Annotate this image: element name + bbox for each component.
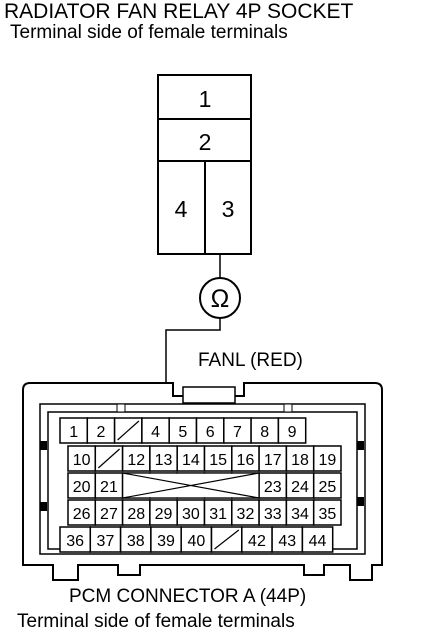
connector-lock-tab [182,386,236,404]
terminal-number: 15 [209,452,227,469]
unused-terminal-mark [214,529,240,550]
terminal-cell [180,526,213,553]
terminal-cell [312,445,342,472]
terminal-number: 21 [100,479,118,496]
terminal-number: 2 [96,424,105,441]
terminal-number: 42 [248,533,266,550]
terminal-cell [67,445,97,472]
wire-label: FANL (RED) [198,350,303,371]
terminal-number: 20 [73,479,91,496]
terminal-number: 13 [155,452,173,469]
terminal-number: 5 [178,424,187,441]
terminal-number: 7 [233,424,242,441]
terminal-number: 40 [187,533,205,550]
terminal-number: 8 [260,424,269,441]
terminal-number: 25 [318,479,336,496]
terminal-cell [203,445,233,472]
terminal-number: 9 [288,424,297,441]
terminal-number: 27 [100,506,118,523]
relay-socket-title: RADIATOR FAN RELAY 4P SOCKET [4,0,354,23]
terminal-cell [258,445,288,472]
test-lead [165,318,221,416]
terminal-cell [223,417,252,444]
pcm-connector-title: PCM CONNECTOR A (44P) [69,586,307,607]
relay-terminal-4: 4 [175,196,188,222]
terminal-number: 23 [264,479,282,496]
terminal-number: 44 [309,533,327,550]
terminal-number: 34 [291,506,309,523]
blank-cross-mark [122,472,260,499]
terminal-number: 35 [318,506,336,523]
terminal-number: 32 [237,506,255,523]
terminal-number: 10 [73,452,91,469]
terminal-number: 37 [97,533,115,550]
terminal-cell [231,445,260,472]
terminal-number: 24 [291,479,309,496]
terminal-cell [59,526,92,553]
terminal-number: 29 [155,506,173,523]
relay-terminal-2: 2 [199,129,212,155]
unused-terminal-mark [97,448,120,469]
terminal-cell [149,499,178,526]
terminal-number: 30 [182,506,200,523]
terminal-cell [271,526,304,553]
terminal-number: 26 [73,506,91,523]
terminal-number: 36 [66,533,84,550]
terminal-cell [277,417,307,444]
terminal-cell [195,417,225,444]
terminal-number: 12 [127,452,145,469]
relay-terminal-3: 3 [222,196,235,222]
terminal-number: 1 [69,424,78,441]
terminal-number: 31 [209,506,227,523]
terminal-number: 18 [291,452,309,469]
relay-socket: 1 2 4 3 [157,74,252,255]
terminal-number: 38 [127,533,145,550]
terminal-cell [141,417,170,444]
terminal-cell [312,472,342,499]
terminal-number: 28 [127,506,145,523]
terminal-cell [119,526,152,553]
terminal-number: 33 [264,506,282,523]
ohm-symbol: Ω [211,285,230,313]
terminal-number: 39 [157,533,175,550]
terminal-number: 6 [206,424,215,441]
terminal-cell [121,445,151,472]
pcm-connector-subtitle: Terminal side of female terminals [17,611,295,632]
terminal-cell [149,445,178,472]
relay-terminal-1: 1 [199,86,212,112]
terminal-cell [301,526,334,553]
terminal-number: 17 [264,452,282,469]
terminal-number: 16 [237,452,255,469]
terminal-cell [94,499,124,526]
terminal-number: 43 [278,533,296,550]
terminal-number: 19 [318,452,336,469]
terminal-cell [94,472,124,499]
terminal-cell [67,499,97,526]
terminal-number: 4 [151,424,160,441]
relay-socket-subtitle: Terminal side of female terminals [10,22,288,43]
terminal-cell [312,499,342,526]
unused-terminal-mark [117,420,140,441]
terminal-cell [250,417,280,444]
terminal-number: 14 [182,452,200,469]
